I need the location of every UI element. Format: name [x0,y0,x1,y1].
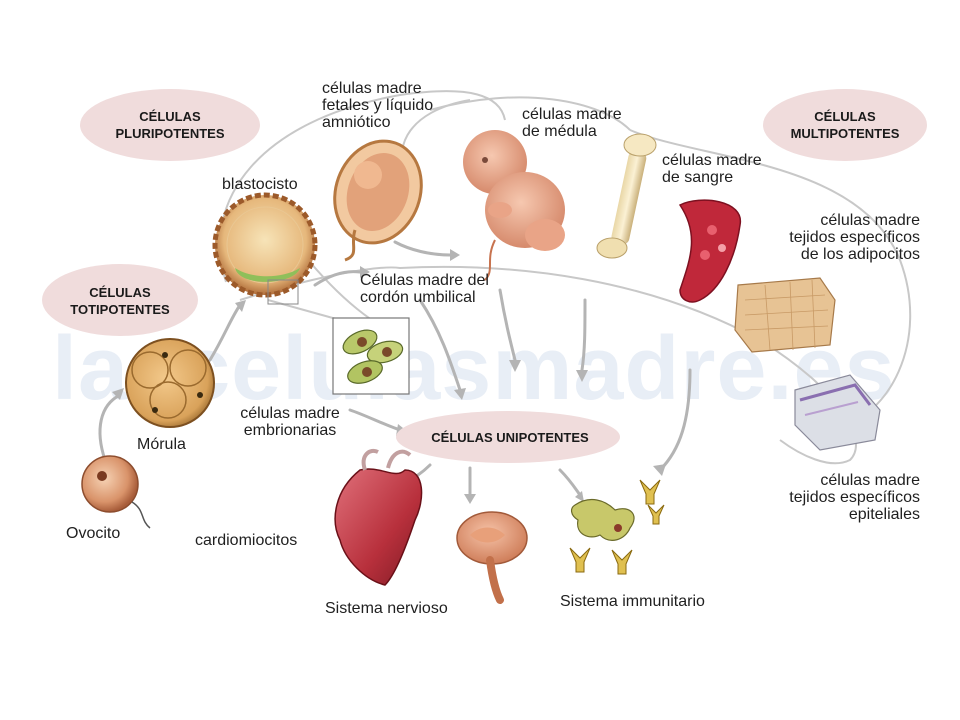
label-nervioso: Sistema nervioso [325,600,448,617]
embrionarias-illustration [332,317,410,395]
brain-illustration [456,511,528,604]
label-immunitario: Sistema immunitario [560,593,705,610]
label-medula: células madre de médula [522,106,622,140]
label-unipotentes: CÉLULAS UNIPOTENTES [431,430,589,445]
label-sangre: células madre de sangre [662,152,762,186]
blastocisto-illustration [212,192,318,305]
pill-pluripotentes [80,89,260,161]
morula-illustration [125,338,215,428]
label-fetales: células madre fetales y líquido amniótic… [322,80,434,131]
pill-totipotentes [42,264,198,336]
label-adipocitos: células madre tejidos específicos de los… [789,212,920,263]
ovocito-illustration [81,455,151,529]
label-cordon: Células madre del cordón umbilical [360,272,489,306]
arrows [98,240,692,497]
fetus-illustration [463,130,565,281]
label-epiteliales: células madre tejidos específicos epitel… [789,472,920,523]
pill-unipotentes [396,411,620,463]
pill-multipotentes [763,89,927,161]
blood-vessel-illustration [678,199,741,303]
label-ovocito: Ovocito [66,525,121,542]
label-cardiomiocitos: cardiomiocitos [195,532,298,549]
label-pluripotentes: CÉLULAS PLURIPOTENTES [115,109,225,141]
immune-illustration [569,479,665,575]
heart-illustration [334,449,423,586]
label-totipotentes: CÉLULAS TOTIPOTENTES [70,285,170,317]
amniotic-illustration [333,139,423,262]
bone-illustration [596,133,657,259]
label-blastocisto: blastocisto [222,176,298,193]
adipose-illustration [734,277,836,353]
label-multipotentes: CÉLULAS MULTIPOTENTES [790,109,900,141]
label-embrionarias: células madre embrionarias [240,405,340,439]
label-morula: Mórula [137,436,186,453]
epithelial-illustration [794,374,881,451]
